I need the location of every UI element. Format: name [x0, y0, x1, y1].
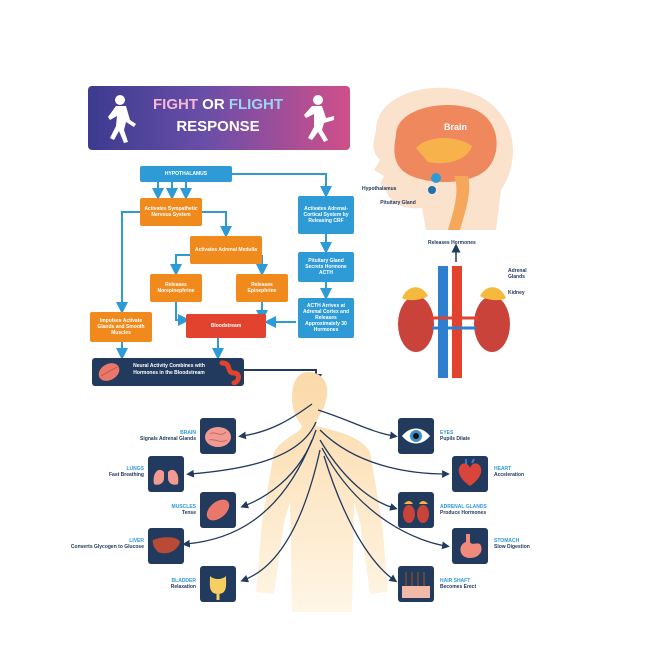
liver-icon	[152, 537, 180, 554]
heart-icon	[458, 458, 482, 486]
bloodstream-box: Bloodstream	[186, 314, 266, 338]
hair-shaft-icon	[402, 572, 430, 598]
adrenal-glands-label: Adrenal Glands	[508, 268, 527, 280]
title-line-1: FIGHT OR FLIGHT	[153, 96, 283, 113]
muscle-icon	[206, 499, 230, 521]
pituitary-label: Pituitary Gland	[380, 200, 416, 206]
muscle-icon	[98, 363, 120, 381]
brain-label: Brain	[444, 122, 468, 132]
kidney-label: Kidney	[508, 290, 525, 296]
kidneys-illustration	[398, 266, 510, 378]
neural-activity-text: Neural Activity Combines with Hormones i…	[133, 363, 205, 376]
bladder-tile	[200, 566, 236, 602]
heart-tile	[452, 456, 488, 492]
body-silhouette	[256, 372, 388, 612]
releases-norepinephrine-box: Releases Norepinephrine	[150, 274, 202, 302]
stomach-tile	[452, 528, 488, 564]
releases-hormones-label: Releases Hormones	[428, 240, 476, 246]
liver-tile	[148, 528, 184, 564]
adrenal-glands-icon	[403, 501, 429, 523]
blood-vessel-icon	[219, 360, 241, 385]
hypothalamus-label: Hypothalamus	[362, 186, 397, 192]
head-brain-illustration	[373, 87, 513, 230]
running-person-icon	[304, 95, 334, 142]
hypothalamus-box: HYPOTHALAMUS	[140, 166, 232, 182]
title-line-2: RESPONSE	[176, 118, 260, 135]
activates-adrenal-medulla-box: Activates Adrenal Medulla	[190, 236, 262, 264]
lungs-tile	[148, 456, 184, 492]
adrenal-glands-tile	[398, 492, 434, 528]
adrenal-cortical-box: Activates Adrenal-Cortical System by Rel…	[298, 196, 354, 234]
acth-arrives-box: ACTH Arrives at Adrenal Cortex and Relea…	[298, 298, 354, 338]
pituitary-secrets-box: Pituitary Gland Secrets Hormone ACTH	[298, 252, 354, 282]
brain-tile	[200, 418, 236, 454]
eye-icon	[402, 428, 430, 444]
brain-icon	[205, 427, 231, 447]
title-banner: FIGHT OR FLIGHT RESPONSE	[88, 86, 350, 150]
activates-sympathetic-box: Activates Sympathetic Nervous System	[140, 198, 202, 226]
eyes-tile	[398, 418, 434, 454]
lungs-icon	[153, 464, 179, 485]
stomach-icon	[460, 534, 482, 558]
hair-shaft-tile	[398, 566, 434, 602]
neural-activity-box: Neural Activity Combines with Hormones i…	[92, 358, 244, 386]
muscles-tile	[200, 492, 236, 528]
impulses-box: Impulses Activate Glands and Smooth Musc…	[90, 312, 152, 342]
bladder-icon	[209, 576, 227, 600]
running-person-icon	[108, 95, 136, 143]
releases-epinephrine-box: Releases Epinephrine	[236, 274, 288, 302]
